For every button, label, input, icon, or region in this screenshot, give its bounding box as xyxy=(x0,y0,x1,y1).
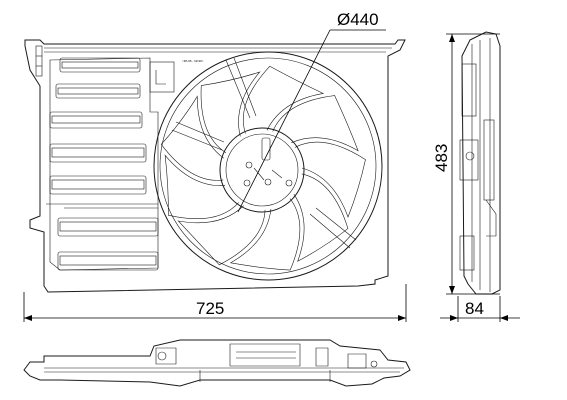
diameter-label: Ø440 xyxy=(337,10,379,29)
fan-ring-inner xyxy=(159,57,377,275)
depth-label: 84 xyxy=(465,299,484,318)
fan-blade xyxy=(293,173,349,262)
fan-blades xyxy=(160,65,366,271)
fan-hub xyxy=(219,127,305,213)
width-dimension: 725 xyxy=(23,284,407,322)
width-label: 725 xyxy=(196,299,224,318)
fan-blade xyxy=(164,154,239,220)
fan-blade xyxy=(242,65,325,134)
top-view xyxy=(23,339,411,387)
fan-blade xyxy=(272,95,359,152)
fan-blade xyxy=(294,141,366,218)
left-louvres xyxy=(46,57,159,271)
diameter-dimension: Ø440 xyxy=(237,10,386,213)
depth-dimension: 84 xyxy=(440,296,520,322)
side-view xyxy=(459,31,501,295)
fan-blade xyxy=(200,71,261,153)
fan-ring-outer xyxy=(153,51,383,281)
front-view: <PA 66 - GF30> xyxy=(24,39,406,293)
fan-blade xyxy=(229,198,301,271)
fan-blade xyxy=(177,205,266,266)
height-dimension: 483 xyxy=(432,33,500,295)
part-marking: <PA 66 - GF30> xyxy=(182,59,204,63)
height-label: 483 xyxy=(432,144,451,172)
fan-blade xyxy=(160,95,224,181)
